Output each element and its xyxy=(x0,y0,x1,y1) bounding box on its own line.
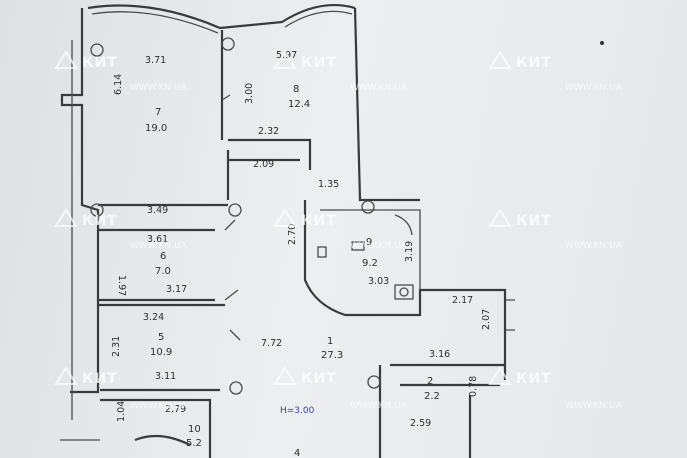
dim-label: 3.00 xyxy=(244,83,255,104)
watermark-brand: КИТ xyxy=(82,213,118,229)
dim-label: 1.04 xyxy=(116,401,127,422)
watermark-brand: КИТ xyxy=(516,213,552,229)
room-6-number: 6 xyxy=(160,251,166,262)
dim-label: 3.49 xyxy=(147,205,168,216)
room-2-number: 2 xyxy=(427,376,433,387)
kit-logo-icon xyxy=(54,366,78,385)
room9-inner xyxy=(320,209,421,290)
watermark-url: WWW.KN.UA xyxy=(130,241,188,251)
column-circle xyxy=(229,381,243,395)
watermark-brand: КИТ xyxy=(301,213,337,229)
dim-label: 1.97 xyxy=(116,275,127,296)
column-circle xyxy=(367,375,381,389)
room-4-number: 4 xyxy=(294,448,300,458)
room-2-area: 2.2 xyxy=(424,391,440,402)
room2-walls xyxy=(378,363,505,458)
watermark-url: WWW.KN.UA xyxy=(350,241,408,251)
dim-label: 1.35 xyxy=(318,179,339,190)
bay-window-wall xyxy=(87,4,356,30)
dim-label: 2.70 xyxy=(287,224,298,245)
dim-label: 6.14 xyxy=(113,74,124,95)
watermark-url: WWW.KN.UA xyxy=(565,241,623,251)
sink-fixture xyxy=(351,241,365,251)
watermark-url: WWW.KN.UA xyxy=(350,83,408,93)
watermark-url: WWW.KN.UA xyxy=(130,401,188,411)
kit-logo-icon xyxy=(54,50,78,69)
watermark-brand: КИТ xyxy=(516,371,552,387)
watermark-brand: КИТ xyxy=(301,371,337,387)
watermark-url: WWW.KN.UA xyxy=(130,83,188,93)
left-outer-wall xyxy=(60,8,100,394)
room-5-number: 5 xyxy=(158,332,164,343)
column-circle xyxy=(221,37,235,51)
dim-label: 3.11 xyxy=(155,371,176,382)
room-10-number: 10 xyxy=(188,424,201,435)
bath-fixture xyxy=(394,284,414,300)
kit-logo-icon xyxy=(488,50,512,69)
dim-label: 2.79 xyxy=(165,404,186,415)
dim-label: 0.78 xyxy=(468,376,479,397)
kit-logo-icon xyxy=(273,50,297,69)
watermark-url: WWW.KN.UA xyxy=(565,401,623,411)
dim-label: 3.03 xyxy=(368,276,389,287)
room-8-number: 8 xyxy=(293,84,299,95)
watermark-group: КИТ КИТ КИТ КИТ КИТ КИТ КИТ КИТ КИТ WWW.… xyxy=(54,50,623,411)
room-6-area: 7.0 xyxy=(155,266,171,277)
column-circle xyxy=(361,200,375,214)
dim-label: 3.17 xyxy=(166,284,187,295)
kit-logo-icon xyxy=(488,366,512,385)
room-5-area: 10.9 xyxy=(150,347,172,358)
kit-logo-icon xyxy=(273,208,297,227)
dim-label: 2.32 xyxy=(258,126,279,137)
bay-window-inner xyxy=(91,10,353,34)
column-circle xyxy=(228,203,242,217)
wall-7-8 xyxy=(220,30,230,200)
dim-label: 3.71 xyxy=(145,55,166,66)
watermark-brand: КИТ xyxy=(82,55,118,71)
dim-label: 2.07 xyxy=(481,309,492,330)
dim-label: 2.31 xyxy=(111,336,122,357)
dim-label: 7.72 xyxy=(261,338,282,349)
room-10-area: 5.2 xyxy=(186,438,202,449)
stray-dot xyxy=(600,41,604,45)
dim-label: 3.16 xyxy=(429,349,450,360)
corridor-walls xyxy=(228,138,312,170)
room-7-area: 19.0 xyxy=(145,123,167,134)
column-circle xyxy=(90,43,104,57)
dim-label: 3.61 xyxy=(147,234,168,245)
dim-label: 2.09 xyxy=(253,159,274,170)
door-marks xyxy=(221,94,515,341)
dim-label: 3.19 xyxy=(404,241,415,262)
watermark-brand: КИТ xyxy=(301,55,337,71)
room-1-number: 1 xyxy=(327,336,333,347)
dim-label: 2.17 xyxy=(452,295,473,306)
ceiling-height-note: H=3.00 xyxy=(280,406,315,416)
room10-walls xyxy=(100,398,212,458)
watermark-url: WWW.KN.UA xyxy=(350,401,408,411)
interior-walls-left xyxy=(98,203,228,392)
room-9-area: 9.2 xyxy=(362,258,378,269)
kit-logo-icon xyxy=(273,366,297,385)
kit-logo-icon xyxy=(488,208,512,227)
toilet-fixture xyxy=(317,246,327,258)
room9-walls xyxy=(303,200,507,380)
room-8-area: 12.4 xyxy=(288,99,310,110)
watermark-brand: КИТ xyxy=(516,55,552,71)
dim-label: 2.59 xyxy=(410,418,431,429)
kit-logo-icon xyxy=(54,208,78,227)
watermark-url: WWW.KN.UA xyxy=(565,83,623,93)
room-9-number: 9 xyxy=(366,237,372,248)
watermark-brand: КИТ xyxy=(82,371,118,387)
room-1-area: 27.3 xyxy=(321,350,343,361)
room8-right-wall xyxy=(353,7,420,202)
column-circle xyxy=(90,203,104,217)
dim-label: 3.24 xyxy=(143,312,164,323)
bath-fixture xyxy=(399,287,409,297)
room-7-number: 7 xyxy=(155,107,161,118)
